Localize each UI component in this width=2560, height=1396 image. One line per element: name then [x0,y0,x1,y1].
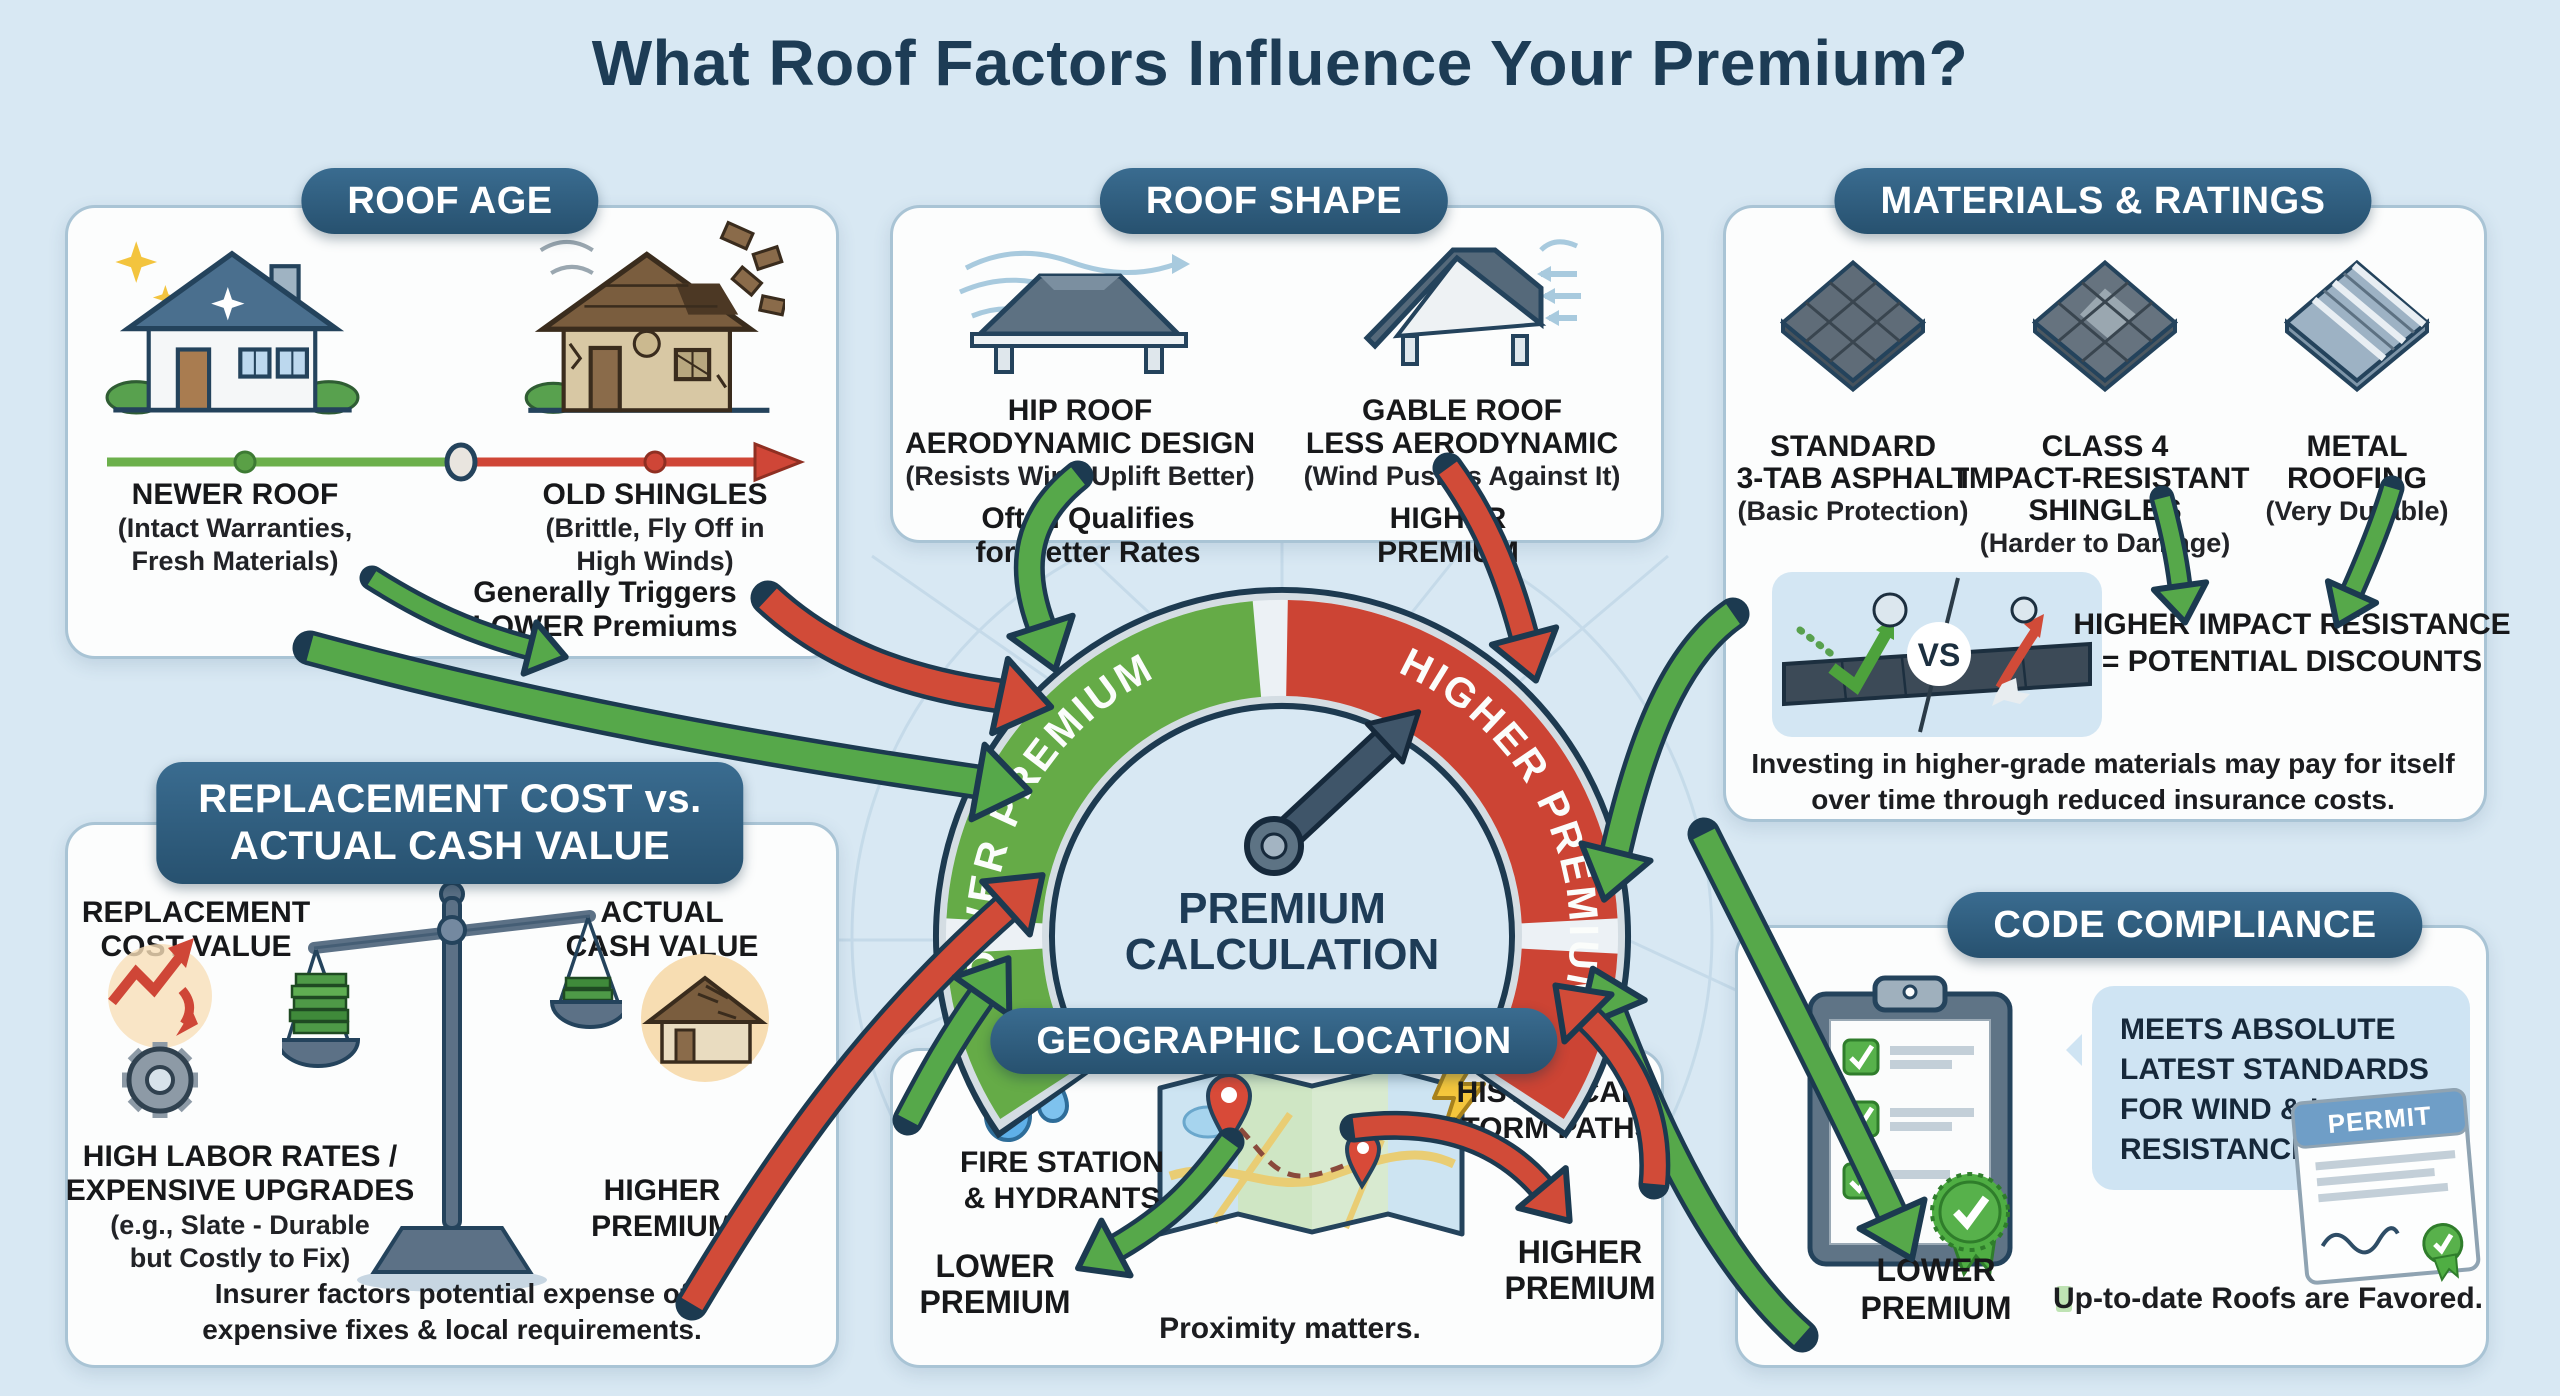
code-header: CODE COMPLIANCE [1947,892,2423,958]
cost-gear-icon [108,938,212,1118]
material-1-l2: 3-TAB ASPHALT [1736,462,1970,495]
old-house-icon [524,220,785,414]
material-1-l3: (Basic Protection) [1737,496,1969,526]
roof-age-timeline [107,441,806,483]
permit-icon: PERMIT [2290,1088,2481,1285]
clipboard-icon [1807,975,2013,1277]
gable-roof-l2: LESS AERODYNAMIC [1305,427,1619,460]
material-3-l3: (Very Durable) [2265,496,2449,526]
gauge-red-segment [1285,600,1618,925]
arrow-materials-green [1578,597,1750,903]
hip-note2: for Better Rates [975,536,1201,569]
page-title: What Roof Factors Influence Your Premium… [591,27,1969,99]
code-note: Up-to-date Roofs are Favored. [2052,1282,2484,1315]
metal-roofing-icon [2283,259,2431,393]
material-2-l2: IMPACT-RESISTANT [1960,462,2250,495]
storm-paths-l2: STORM PATHS [1441,1112,1655,1145]
gauge-center-label1: PREMIUM [1178,884,1386,933]
newer-roof-sub2: Fresh Materials) [131,546,339,576]
rcv-label1: REPLACEMENT [81,896,311,929]
replacement-header: REPLACEMENT COST vs. ACTUAL CASH VALUE [156,762,744,885]
storm-paths-l1: HISTORICAL [1456,1076,1640,1109]
gable-higher-premium2: PREMIUM [1377,536,1519,569]
replacement-header-line2: ACTUAL CASH VALUE [229,824,671,869]
newer-roof-sub1: (Intact Warranties, [117,513,353,543]
labor-l1: HIGH LABOR RATES / [82,1140,398,1173]
code-lower-premium1: LOWER [1876,1252,1996,1288]
replacement-header-line1: REPLACEMENT COST vs. [198,777,702,821]
bubble-line4: RESISTANCE. [2120,1132,2320,1166]
labor-l4: but Costly to Fix) [129,1243,351,1273]
roof-age-note1: Generally Triggers [473,576,737,609]
geo-higher-premium1: HIGHER [1517,1234,1643,1270]
hip-roof-l1: HIP ROOF [1007,394,1153,427]
fire-station-l2: & HYDRANTS [963,1182,1161,1215]
roof-shape-header: ROOF SHAPE [1099,168,1449,234]
materials-note2: over time through reduced insurance cost… [1811,784,2395,815]
gauge-needle [1244,709,1422,876]
gauge-center-label2: CALCULATION [1124,930,1440,979]
map-icon [1157,1065,1465,1237]
geo-higher-premium2: PREMIUM [1504,1270,1656,1306]
materials-header: MATERIALS & RATINGS [1834,168,2372,234]
hip-roof-l3: (Resists Wind Uplift Better) [905,461,1255,491]
replacement-higher2: PREMIUM [591,1210,733,1243]
gable-roof-icon [1363,239,1581,366]
materials-note1: Investing in higher-grade materials may … [1751,748,2455,779]
old-shingles-label: OLD SHINGLES [542,478,768,511]
ribbon-badge-icon [1930,1172,2010,1277]
new-house-icon [105,241,360,415]
roof-age-note2: LOWER Premiums [472,610,738,643]
asphalt-shingle-icon [1779,259,1927,393]
material-2-l1: CLASS 4 [2041,430,2169,463]
damaged-house-icon [641,954,769,1082]
material-1-l1: STANDARD [1769,430,1937,463]
geographic-header: GEOGRAPHIC LOCATION [990,1008,1558,1074]
material-2-l4: (Harder to Damage) [1979,528,2231,558]
labor-l2: EXPENSIVE UPGRADES [65,1174,415,1207]
replacement-note2: expensive fixes & local requirements. [202,1314,702,1345]
bubble-line1: MEETS ABSOLUTE [2120,1013,2396,1046]
hip-roof-l2: AERODYNAMIC DESIGN [904,427,1256,460]
balance-scale-icon [282,881,622,1292]
geo-lower-premium2: PREMIUM [919,1284,1071,1320]
fire-station-l1: FIRE STATION [960,1146,1164,1179]
newer-roof-label: NEWER ROOF [131,478,339,511]
code-lower-premium2: PREMIUM [1860,1290,2012,1326]
impact-vs-icon: VS [1772,572,2102,737]
impact-benefit1: HIGHER IMPACT RESISTANCE [2073,608,2511,641]
old-shingles-sub1: (Brittle, Fly Off in [545,513,765,543]
gable-higher-premium1: HIGHER [1389,502,1507,535]
geo-note: Proximity matters. [1159,1312,1421,1345]
vs-label: VS [1918,637,1961,673]
geo-lower-premium1: LOWER [935,1248,1055,1284]
gable-roof-l1: GABLE ROOF [1362,394,1562,427]
material-3-l1: METAL [2306,430,2408,463]
bubble-line2: LATEST STANDARDS [2120,1052,2429,1086]
hip-roof-icon [958,250,1190,374]
impact-benefit2: = POTENTIAL DISCOUNTS [2101,645,2483,678]
gauge-green-segment [946,601,1262,925]
material-3-l2: ROOFING [2287,462,2427,495]
class4-shingle-icon [2031,259,2179,393]
replacement-higher1: HIGHER [603,1174,721,1207]
note-bullet-icon [2056,1286,2072,1312]
gable-roof-l3: (Wind Pushes Against It) [1303,461,1621,491]
hip-note1: Often Qualifies [981,502,1195,535]
roof-age-header: ROOF AGE [301,168,599,234]
labor-l3: (e.g., Slate - Durable [110,1210,370,1240]
replacement-note1: Insurer factors potential expense of [214,1278,690,1309]
material-2-l3: SHINGLES [2028,494,2182,527]
old-shingles-sub2: High Winds) [576,546,734,576]
